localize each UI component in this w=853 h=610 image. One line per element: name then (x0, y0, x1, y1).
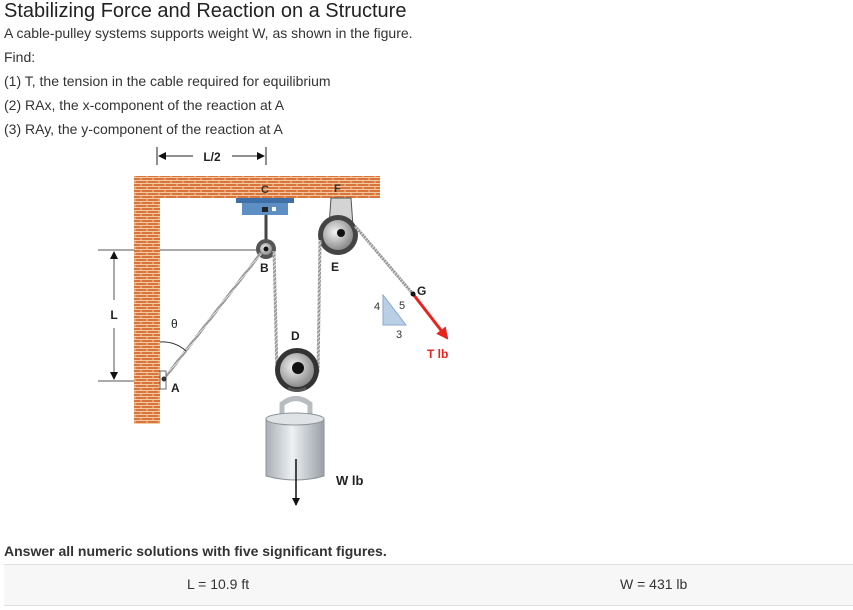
cable-eg (353, 225, 415, 295)
find-item-tension: (1) T, the tension in the cable required… (4, 73, 331, 89)
dimension-full-label: L (110, 308, 117, 322)
given-length: L = 10.9 ft (187, 576, 250, 592)
pulley-diagram: L/2 L (98, 147, 449, 506)
pulley-d (275, 348, 319, 392)
slope-triangle: 4 5 3 (374, 293, 408, 341)
point-g-marker (410, 291, 416, 297)
find-item-ray: (3) RAy, the y-component of the reaction… (4, 121, 283, 137)
dimension-half-label: L/2 (203, 150, 221, 164)
pin-support-a (159, 370, 167, 390)
tension-label: T lb (427, 347, 448, 361)
slope-hyp: 5 (399, 300, 405, 312)
problem-title: Stabilizing Force and Reaction on a Stru… (4, 0, 407, 22)
weight-bucket (265, 396, 325, 481)
find-item-rax: (2) RAx, the x-component of the reaction… (4, 97, 285, 113)
point-f-label: F (334, 183, 341, 195)
slope-rise: 4 (374, 301, 380, 313)
bracket-c (236, 198, 294, 242)
point-e-label: E (331, 260, 339, 274)
ceiling-beam (134, 176, 380, 198)
cable-bd (272, 250, 279, 373)
slope-run: 3 (396, 329, 402, 341)
pulley-e (318, 197, 358, 255)
point-a-label: A (171, 381, 180, 395)
angle-arc (159, 341, 187, 352)
angle-theta-label: θ (171, 317, 178, 331)
point-g-label: G (417, 284, 426, 298)
tension-arrow (411, 293, 449, 340)
significant-figures-note: Answer all numeric solutions with five s… (4, 543, 387, 559)
wall (134, 176, 160, 424)
cable-ab (162, 252, 263, 380)
point-d-label: D (291, 329, 300, 343)
cable-de (316, 239, 322, 374)
problem-description: A cable-pulley systems supports weight W… (4, 25, 413, 41)
dimension-height: L (98, 249, 134, 382)
given-weight: W = 431 lb (620, 576, 688, 592)
dimension-half-span: L/2 (156, 147, 267, 165)
weight-label: W lb (336, 473, 363, 488)
point-c-label: C (261, 184, 269, 196)
given-values-bar: L = 10.9 ft W = 431 lb (4, 564, 853, 606)
point-b-label: B (260, 261, 269, 275)
find-label: Find: (4, 49, 36, 65)
